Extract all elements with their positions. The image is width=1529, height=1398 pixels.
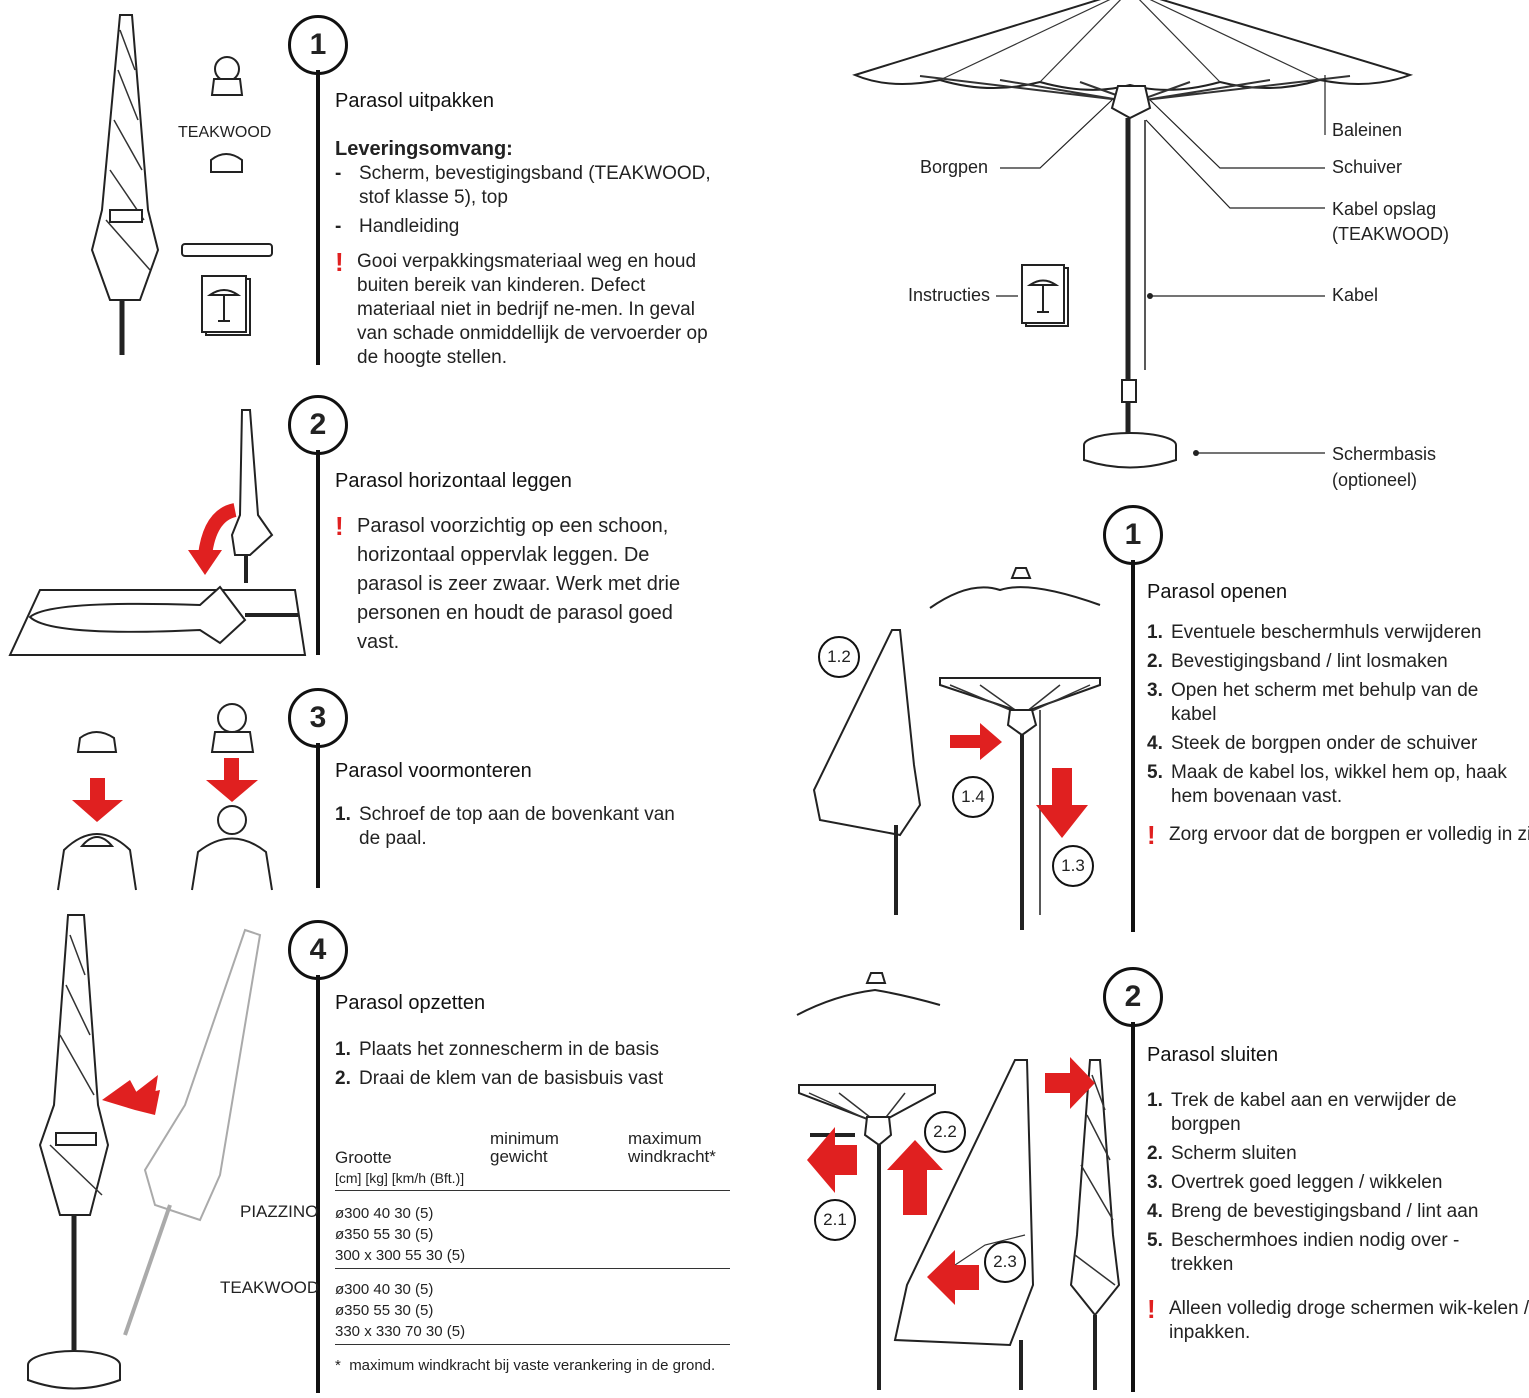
- table-group-rows: ø300 40 30 (5) ø350 55 30 (5) 330 x 330 …: [335, 1279, 465, 1342]
- callout-2-1: 2.1: [814, 1199, 856, 1241]
- list-item: 1.Schroef de top aan de bovenkant van de…: [335, 804, 675, 849]
- horizontal-parasol-illustration: [8, 409, 307, 656]
- label-baleinen: Baleinen: [1332, 120, 1403, 140]
- step-number-1: 1: [288, 15, 348, 75]
- table-row: ø350 55 30 (5): [335, 1302, 434, 1319]
- table-row: ø300 40 30 (5): [335, 1281, 434, 1298]
- instruction-list: 1.Trek de kabel aan en verwijder de borg…: [1147, 1089, 1497, 1282]
- label-kabel: Kabel: [1332, 285, 1379, 305]
- warning-note: ! Parasol voorzichtig op een schoon, hor…: [335, 511, 681, 654]
- label-schuiver: Schuiver: [1332, 157, 1403, 177]
- instruction-list: 1.Eventuele beschermhuls verwijderen 2.B…: [1147, 621, 1522, 814]
- step-divider: [316, 70, 320, 365]
- list-item: 1.Plaats het zonnescherm in de basis: [335, 1039, 659, 1060]
- warning-note: ! Gooi verpakkingsmateriaal weg en houd …: [335, 247, 708, 368]
- step-number-4: 4: [288, 920, 348, 980]
- footnote: * maximum windkracht bij vaste verankeri…: [335, 1357, 716, 1374]
- label-schermbasis: Schermbasis (optioneel): [1332, 444, 1437, 490]
- step-number-right-2: 2: [1103, 967, 1163, 1027]
- table-row: ø300 40 30 (5): [335, 1205, 434, 1222]
- callout-1-2: 1.2: [818, 636, 860, 678]
- table-rule: [335, 1268, 730, 1269]
- list-item: -Scherm, bevestigingsband (TEAKWOOD, sto…: [335, 163, 711, 208]
- callout-2-3: 2.3: [984, 1241, 1026, 1283]
- scope-list: -Scherm, bevestigingsband (TEAKWOOD, sto…: [335, 162, 720, 244]
- step-divider: [1131, 1022, 1135, 1392]
- manual-icon: [201, 275, 251, 336]
- warning-icon: !: [1147, 820, 1156, 850]
- step-divider: [316, 975, 320, 1393]
- standing-parasol-illustration: [27, 914, 262, 1390]
- table-rule: [335, 1344, 730, 1345]
- list-item: 5.Beschermhoes indien nodig over - trekk…: [1147, 1230, 1460, 1275]
- closed-parasol-illustration: [90, 14, 160, 355]
- callout-1-3: 1.3: [1052, 845, 1094, 887]
- step-number-right-1: 1: [1103, 505, 1163, 565]
- warning-note: ! Zorg ervoor dat de borgpen er volledig…: [1147, 820, 1529, 850]
- top-mounting-illustration: [57, 703, 273, 891]
- step-divider: [1131, 560, 1135, 932]
- warning-icon: !: [335, 511, 344, 541]
- label-instructies: Instructies: [908, 285, 991, 305]
- step-divider: [316, 743, 320, 888]
- list-item: 4.Steek de borgpen onder de schuiver: [1147, 733, 1478, 754]
- list-item: 1.Eventuele beschermhuls verwijderen: [1147, 622, 1482, 643]
- list-item: 5.Maak de kabel los, wikkel hem op, haak…: [1147, 762, 1507, 807]
- step-title: Parasol uitpakken: [335, 90, 494, 112]
- label-borgpen: Borgpen: [920, 157, 989, 177]
- strap-icon: [181, 243, 273, 257]
- list-item: 4.Breng de bevestigingsband / lint aan: [1147, 1201, 1479, 1222]
- list-item: 2.Draai de klem van de basisbuis vast: [335, 1068, 664, 1089]
- scope-heading: Leveringsomvang:: [335, 138, 513, 160]
- teakwood-label: TEAKWOOD: [178, 124, 272, 141]
- callout-1-4: 1.4: [952, 776, 994, 818]
- step-title: Parasol openen: [1147, 581, 1288, 603]
- step-title: Parasol opzetten: [335, 992, 486, 1014]
- callout-2-2: 2.2: [924, 1111, 966, 1153]
- closing-parasol-illustration: [796, 972, 1121, 1390]
- instruction-list: 1.Schroef de top aan de bovenkant van de…: [335, 803, 680, 856]
- table-group-name: TEAKWOOD: [220, 1278, 320, 1297]
- opening-parasol-illustration: [812, 567, 1101, 930]
- step-title: Parasol horizontaal leggen: [335, 470, 572, 492]
- step-title: Parasol sluiten: [1147, 1044, 1279, 1066]
- table-row: ø350 55 30 (5): [335, 1226, 434, 1243]
- table-row: 330 x 330 70 30 (5): [335, 1323, 466, 1340]
- table-group-rows: ø300 40 30 (5) ø350 55 30 (5) 300 x 300 …: [335, 1203, 465, 1266]
- step-divider: [316, 450, 320, 655]
- warning-icon: !: [1147, 1294, 1156, 1324]
- list-item: 2.Scherm sluiten: [1147, 1143, 1297, 1164]
- instruction-list: 1.Plaats het zonnescherm in de basis 2.D…: [335, 1038, 715, 1096]
- table-group-name: PIAZZINO: [240, 1202, 319, 1221]
- spec-col-size: Grootte [cm] [kg] [km/h (Bft.)]: [335, 1148, 465, 1186]
- label-kabel-opslag: Kabel opslag (TEAKWOOD): [1332, 199, 1449, 244]
- step-number-2: 2: [288, 395, 348, 455]
- step-title: Parasol voormonteren: [335, 760, 532, 782]
- spec-col-weight: minimum gewicht: [490, 1129, 559, 1166]
- table-rule: [335, 1190, 730, 1191]
- warning-note: ! Alleen volledig droge schermen wik-kel…: [1147, 1294, 1529, 1343]
- list-item: 3.Overtrek goed leggen / wikkelen: [1147, 1172, 1443, 1193]
- parasol-overview-diagram: [852, 0, 1414, 469]
- top-cap-icon: [210, 56, 244, 96]
- step-number-3: 3: [288, 688, 348, 748]
- teakwood-cap-icon: [210, 153, 243, 173]
- list-item: -Handleiding: [335, 216, 460, 237]
- warning-icon: !: [335, 247, 344, 277]
- list-item: 3.Open het scherm met behulp van de kabe…: [1147, 680, 1479, 725]
- list-item: 2.Bevestigingsband / lint losmaken: [1147, 651, 1448, 672]
- table-row: 300 x 300 55 30 (5): [335, 1247, 466, 1264]
- list-item: 1.Trek de kabel aan en verwijder de borg…: [1147, 1090, 1457, 1135]
- spec-col-wind: maximum windkracht*: [628, 1129, 716, 1166]
